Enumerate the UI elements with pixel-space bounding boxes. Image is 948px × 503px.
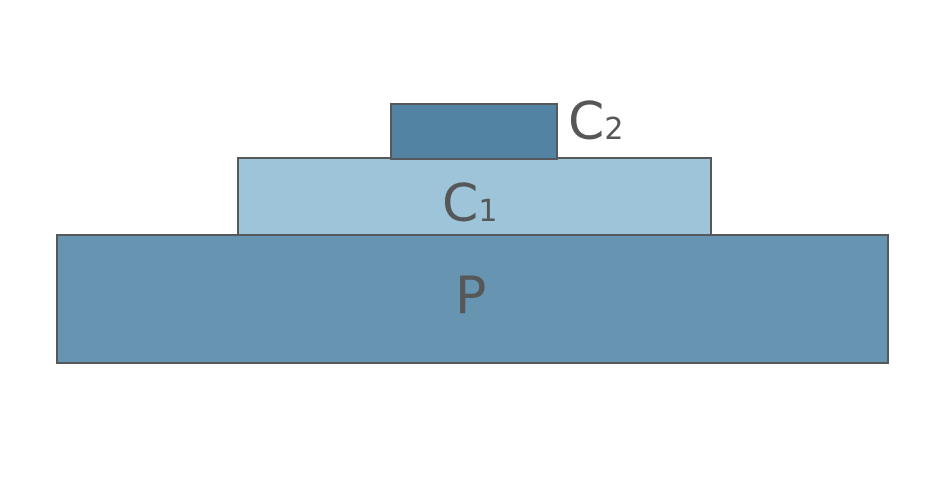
label-p: P bbox=[455, 270, 486, 322]
label-c2-subscript: 2 bbox=[604, 112, 624, 147]
label-c1-subscript: 1 bbox=[478, 194, 498, 229]
label-c2: C2 bbox=[568, 96, 623, 148]
label-c1: C1 bbox=[442, 178, 497, 230]
label-p-main: P bbox=[455, 266, 487, 326]
label-c2-main: C bbox=[568, 92, 605, 152]
layer-c2 bbox=[390, 103, 558, 160]
layer-c1 bbox=[237, 157, 712, 236]
label-c1-main: C bbox=[442, 174, 479, 234]
